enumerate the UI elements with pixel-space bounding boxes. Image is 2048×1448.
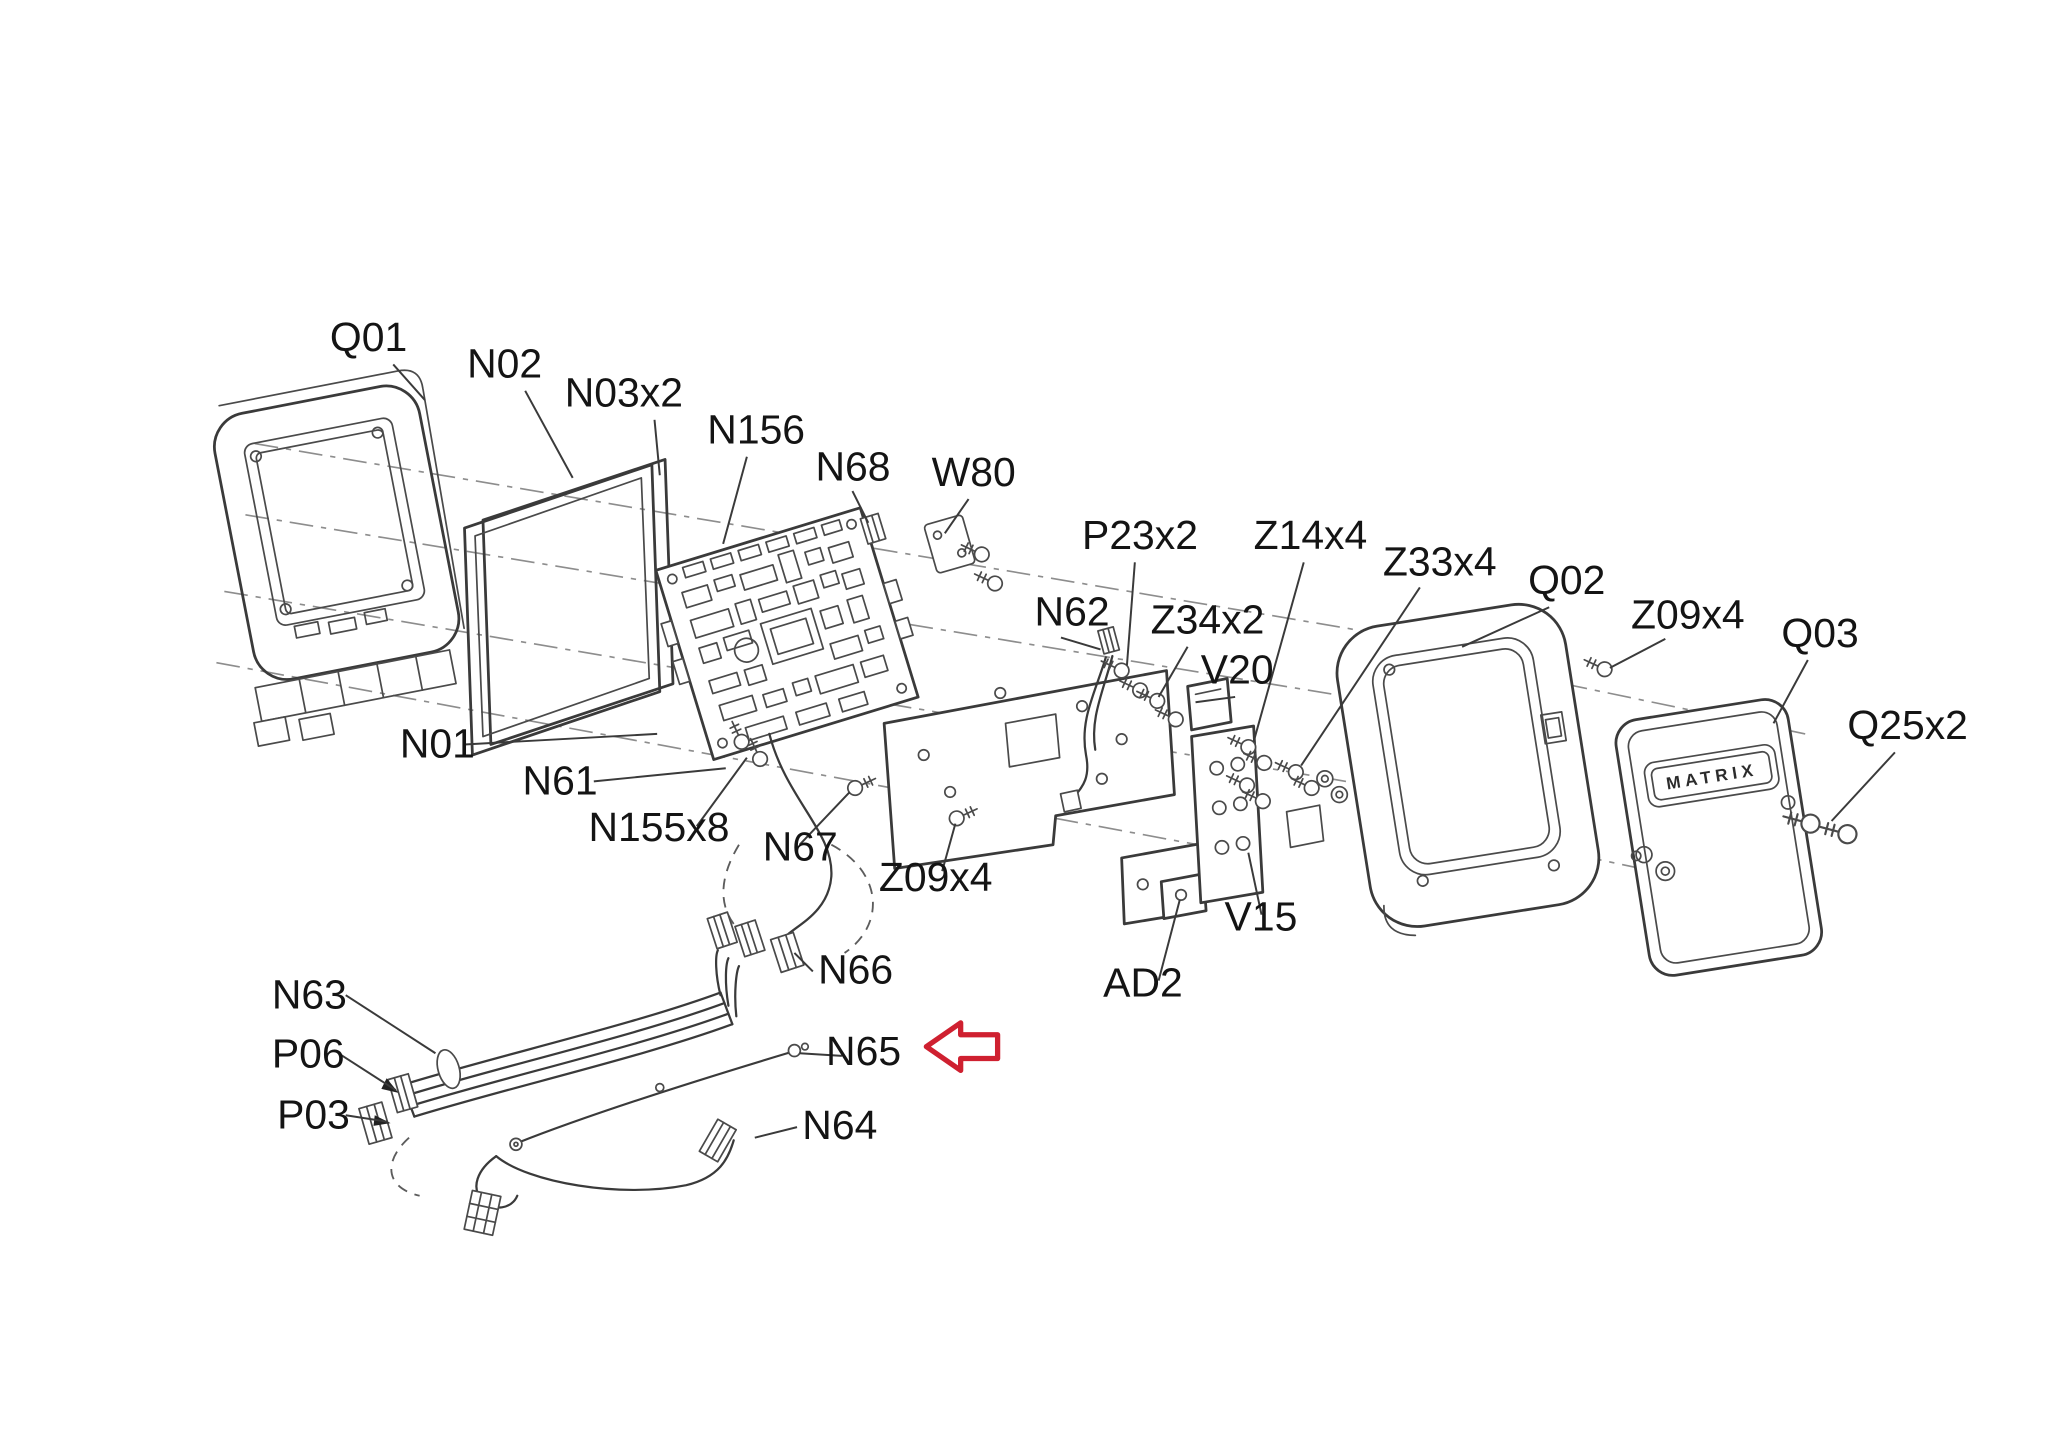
label-p03: P03	[277, 1091, 350, 1137]
part-v20-plate	[1186, 677, 1233, 732]
label-n62: N62	[1035, 589, 1110, 635]
label-n65: N65	[826, 1028, 901, 1074]
label-z09x4-mid: Z09x4	[879, 854, 993, 900]
label-p23x2: P23x2	[1082, 512, 1198, 558]
part-n63-harness	[401, 949, 741, 1118]
label-n68: N68	[816, 444, 891, 490]
routing-dashed	[390, 1137, 420, 1197]
label-n61: N61	[523, 758, 598, 804]
part-v15-bracket	[1159, 724, 1265, 921]
n65-pointer-arrow	[923, 1020, 1001, 1074]
label-z34x2: Z34x2	[1151, 597, 1265, 643]
n66-connector	[769, 931, 805, 974]
label-n66: N66	[818, 946, 893, 992]
p06-connector	[387, 1072, 419, 1114]
screw	[1816, 817, 1860, 847]
connector	[734, 919, 766, 958]
label-p06: P06	[272, 1031, 345, 1077]
label-z09x4-top: Z09x4	[1631, 591, 1745, 637]
label-n155x8: N155x8	[589, 804, 730, 850]
label-q03: Q03	[1781, 610, 1858, 656]
label-n01: N01	[400, 721, 475, 767]
part-labels: Q01 N02 N03x2 N156 N68 W80 P23x2 Z14x4 Z…	[272, 314, 1968, 1148]
label-q01: Q01	[330, 314, 407, 360]
part-w80-bracket	[923, 514, 976, 574]
part-n156-main-board	[654, 506, 920, 761]
part-n64-cable	[463, 1118, 737, 1237]
label-q25x2: Q25x2	[1847, 702, 1967, 748]
label-v15: V15	[1225, 894, 1298, 940]
small-pad	[1285, 804, 1325, 849]
part-n02-panel	[463, 463, 662, 757]
label-n63: N63	[272, 971, 347, 1017]
leader-lines	[339, 363, 1896, 1139]
screw	[1580, 652, 1616, 680]
washer	[1316, 769, 1334, 788]
label-ad2: AD2	[1103, 959, 1183, 1005]
q03-left-fastener	[1655, 861, 1676, 882]
harness-connectors	[706, 911, 805, 974]
connector	[706, 911, 739, 950]
label-n156: N156	[707, 407, 805, 453]
screw	[970, 566, 1006, 594]
label-z14x4: Z14x4	[1254, 512, 1368, 558]
label-v20: V20	[1201, 647, 1274, 693]
z09-screw-top	[1580, 652, 1616, 680]
label-w80: W80	[932, 449, 1016, 495]
logo-plate	[1643, 743, 1780, 808]
n67-screw	[844, 771, 880, 799]
label-q02: Q02	[1528, 557, 1605, 603]
part-q03-rear-cover: MATRIX	[1614, 698, 1823, 977]
part-q02-front-frame	[1335, 602, 1601, 937]
label-n67: N67	[763, 824, 838, 870]
part-q01-back-housing	[213, 369, 465, 748]
label-n03x2: N03x2	[565, 370, 683, 416]
screw	[844, 771, 880, 799]
center-mounting-plate	[882, 669, 1176, 870]
label-z33x4: Z33x4	[1383, 539, 1497, 585]
part-n65-wire	[509, 1042, 810, 1152]
label-n02: N02	[467, 341, 542, 387]
part-n03-panel	[481, 458, 675, 746]
washer	[1330, 785, 1349, 804]
label-n64: N64	[802, 1102, 877, 1148]
